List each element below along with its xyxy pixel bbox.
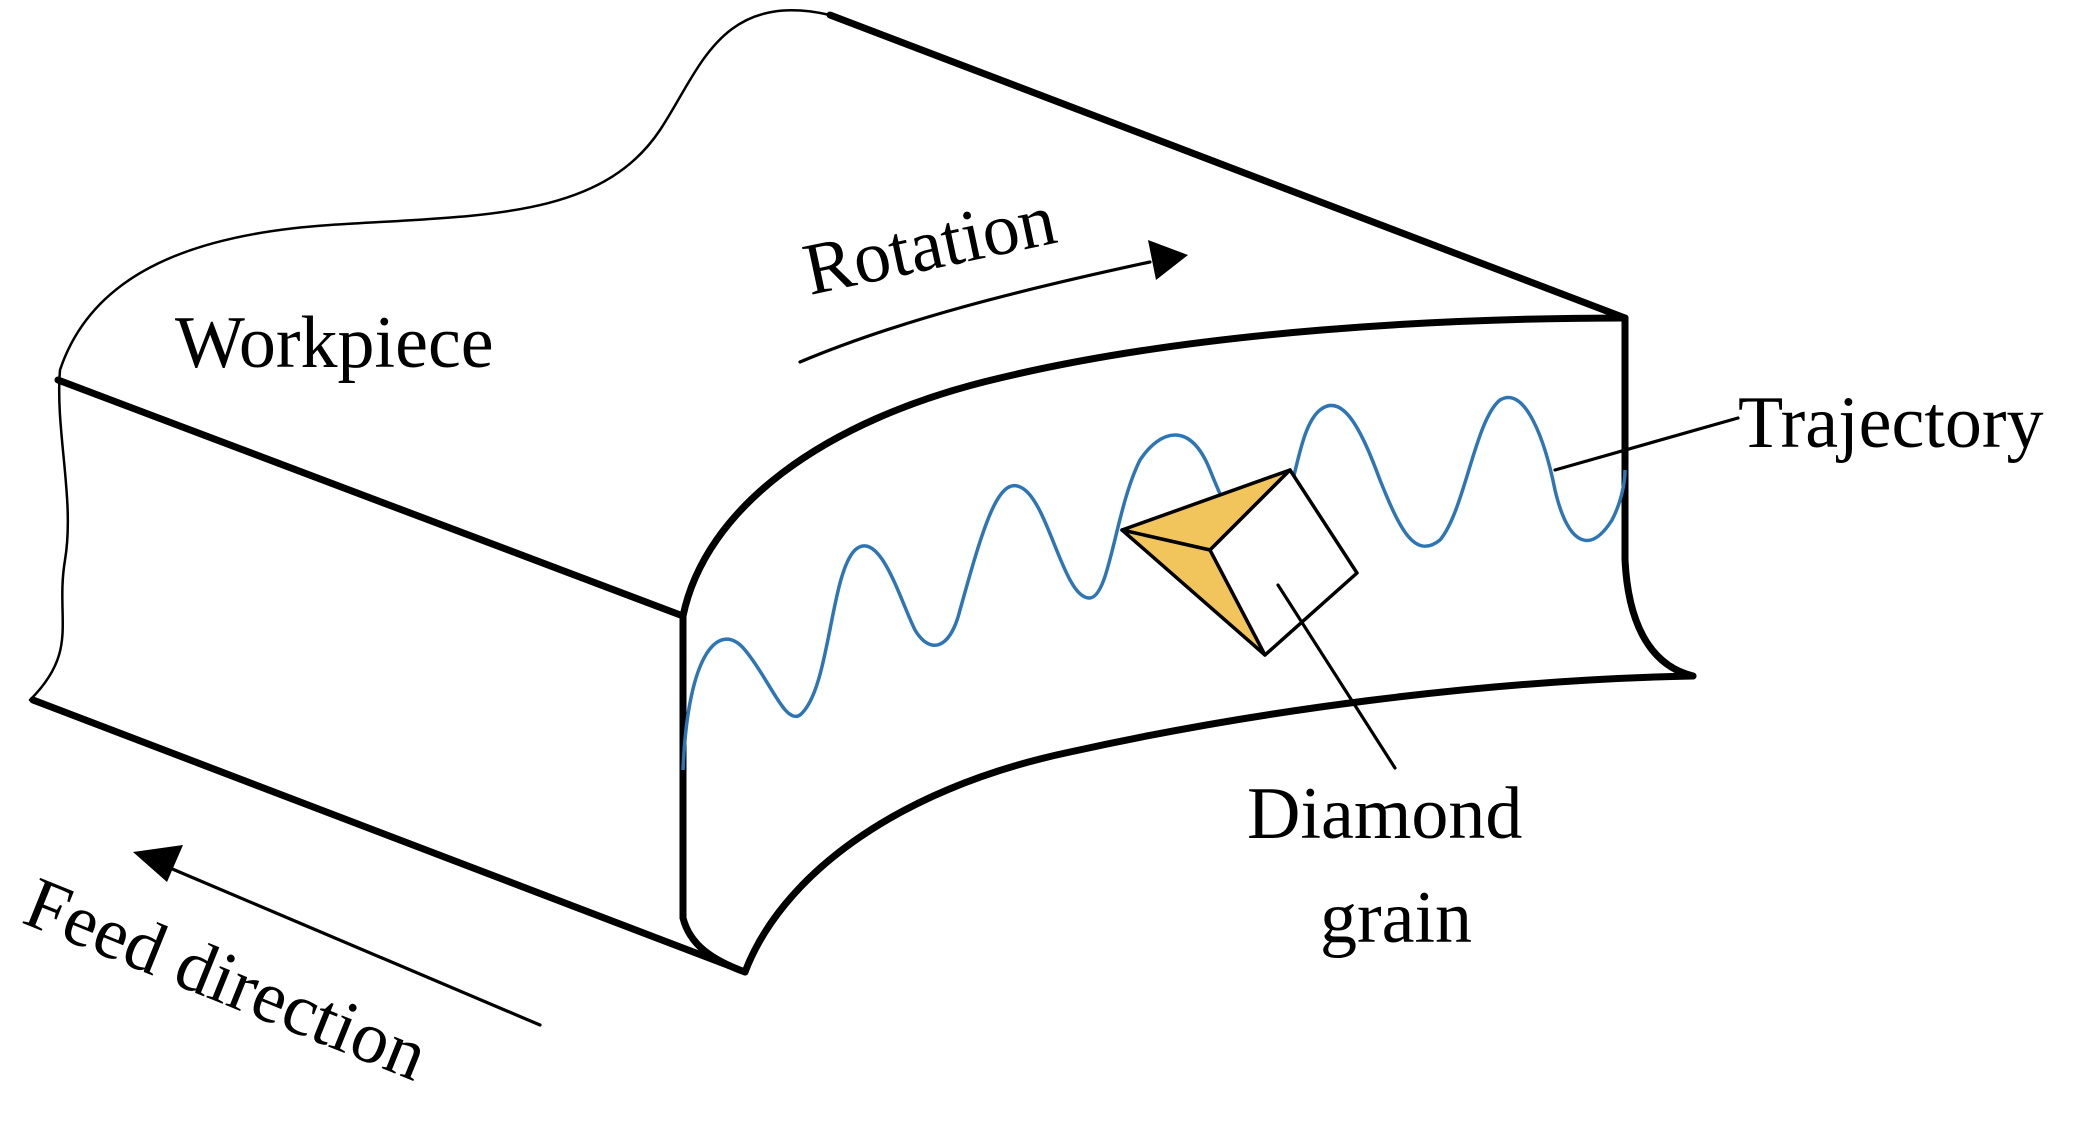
groove-back-edge <box>1621 314 1697 680</box>
groove-front-edge <box>679 612 749 976</box>
trajectory-curve <box>681 395 1627 771</box>
groove-upper-edge <box>679 314 1629 620</box>
feed-arrowhead <box>133 845 183 882</box>
groove-lower-edge <box>741 672 1697 976</box>
diamond-grain-label-line1: Diamond <box>1247 773 1522 855</box>
trajectory-leader <box>1553 416 1740 472</box>
workpiece-bottom-edge <box>29 696 734 970</box>
grain-right-face <box>1208 468 1359 657</box>
workpiece-break-line <box>28 9 832 702</box>
feed-direction-label: Feed direction <box>14 862 439 1097</box>
workpiece-top-front-edge <box>54 376 687 620</box>
rotation-arrow <box>798 240 1188 364</box>
feed-arrow <box>133 845 542 1027</box>
workpiece-body <box>28 9 1697 976</box>
workpiece-label: Workpiece <box>175 302 494 384</box>
rotation-arrowhead <box>1148 240 1188 280</box>
diamond-leader <box>1276 583 1397 770</box>
diamond-grain-label-line2: grain <box>1320 877 1472 959</box>
diamond-grain <box>1120 468 1359 657</box>
trajectory-label: Trajectory <box>1738 382 2044 464</box>
workpiece-top-back-edge <box>826 11 1629 322</box>
